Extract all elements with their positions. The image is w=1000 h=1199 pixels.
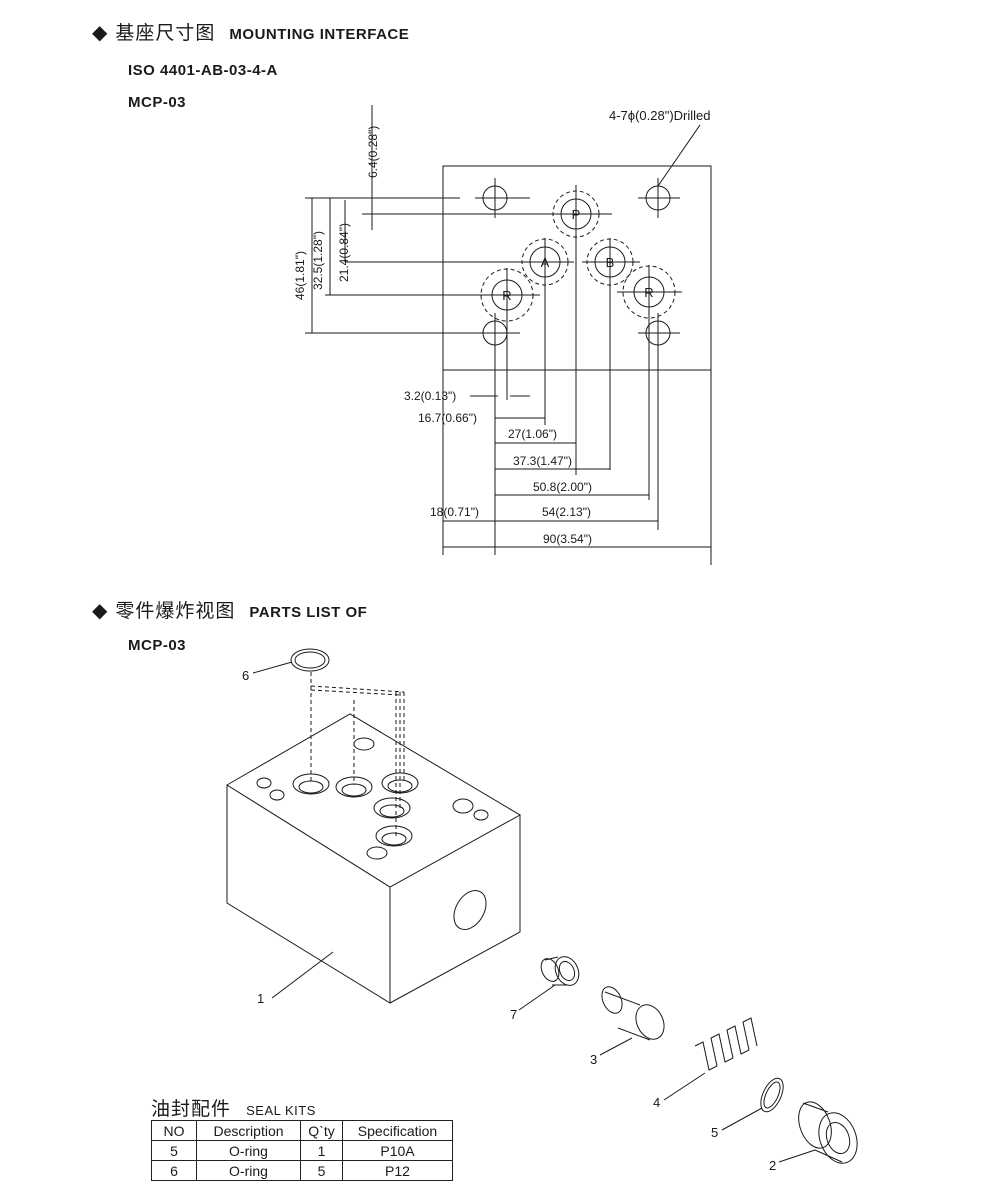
dim-32-5: 32.5(1.28") — [311, 231, 325, 290]
section-parts-list: ◆ 零件爆炸视图 PARTS LIST OF — [92, 596, 367, 623]
mounting-interface-drawing: 4-7ϕ(0.28")Drilled P A B R R 6.4(0.28") … — [293, 105, 712, 565]
horizontal-dimension-lines — [443, 124, 711, 548]
callout-6: 6 — [242, 668, 249, 683]
cell-description: O-ring — [196, 1160, 301, 1181]
block-side-face — [389, 815, 521, 1004]
callout-4: 4 — [653, 1095, 660, 1110]
assembly-lines — [310, 672, 405, 836]
dim-50-8: 50.8(2.00") — [533, 480, 592, 494]
seal-kits-table: NO Description Q`ty Specification 5 O-ri… — [151, 1120, 453, 1181]
cell-description: O-ring — [196, 1140, 301, 1161]
dim-3-2: 3.2(0.13") — [404, 389, 456, 403]
callout-leaders — [252, 661, 816, 1163]
dim-90: 90(3.54") — [543, 532, 592, 546]
callout-5: 5 — [711, 1125, 718, 1140]
callout-2: 2 — [769, 1158, 776, 1173]
callout-3: 3 — [590, 1052, 597, 1067]
diamond-bullet-icon: ◆ — [92, 20, 108, 44]
cell-no: 5 — [151, 1140, 197, 1161]
cell-no: 6 — [151, 1160, 197, 1181]
side-port — [453, 890, 487, 930]
drilled-note: 4-7ϕ(0.28")Drilled — [609, 108, 711, 123]
col-qty: Q`ty — [300, 1120, 343, 1141]
cell-specification: P12 — [342, 1160, 453, 1181]
cell-specification: P10A — [342, 1140, 453, 1161]
block-front-face — [226, 785, 391, 1004]
table-row: 5 O-ring 1 P10A — [151, 1140, 453, 1161]
o-ring-6 — [290, 648, 330, 672]
col-specification: Specification — [342, 1120, 453, 1141]
dim-21-4: 21.4(0.84") — [337, 223, 351, 282]
center-lines — [442, 178, 712, 565]
port-r-left-label: R — [502, 288, 511, 303]
vertical-dimension-lines — [305, 105, 540, 334]
model-label: MCP-03 — [128, 637, 187, 654]
section-title-zh: 基座尺寸图 — [115, 22, 216, 44]
seal-kits-title: 油封配件 SEAL KITS — [151, 1094, 316, 1121]
port-p-label: P — [572, 207, 581, 222]
dim-46: 46(1.81") — [293, 251, 307, 300]
section-title-zh: 零件爆炸视图 — [115, 600, 236, 622]
dim-6-4: 6.4(0.28") — [366, 126, 380, 178]
mounting-plate-outline — [442, 165, 712, 371]
table-header-row: NO Description Q`ty Specification — [151, 1120, 453, 1141]
cell-qty: 5 — [300, 1160, 343, 1181]
col-no: NO — [151, 1120, 197, 1141]
table-row: 6 O-ring 5 P12 — [151, 1160, 453, 1181]
callout-1: 1 — [257, 991, 264, 1006]
cell-qty: 1 — [300, 1140, 343, 1161]
block-top-face — [226, 713, 522, 888]
section-title-en: MOUNTING INTERFACE — [229, 26, 410, 43]
port-r-right-label: R — [644, 285, 653, 300]
port-a-label: A — [541, 255, 550, 270]
section-title-en: PARTS LIST OF — [249, 604, 368, 621]
callout-7: 7 — [510, 1007, 517, 1022]
seal-kits-title-zh: 油封配件 — [151, 1098, 232, 1120]
model-label: MCP-03 — [128, 94, 187, 111]
diamond-bullet-icon: ◆ — [92, 598, 108, 622]
dim-16-7: 16.7(0.66") — [418, 411, 477, 425]
section-mounting-interface: ◆ 基座尺寸图 MOUNTING INTERFACE — [92, 18, 409, 45]
dim-27: 27(1.06") — [508, 427, 557, 441]
dim-54: 54(2.13") — [542, 505, 591, 519]
dim-18: 18(0.71") — [430, 505, 479, 519]
standard-code: ISO 4401-AB-03-4-A — [128, 62, 278, 79]
port-b-label: B — [606, 255, 615, 270]
dim-37-3: 37.3(1.47") — [513, 454, 572, 468]
seal-kits-title-en: SEAL KITS — [246, 1103, 316, 1118]
col-description: Description — [196, 1120, 301, 1141]
